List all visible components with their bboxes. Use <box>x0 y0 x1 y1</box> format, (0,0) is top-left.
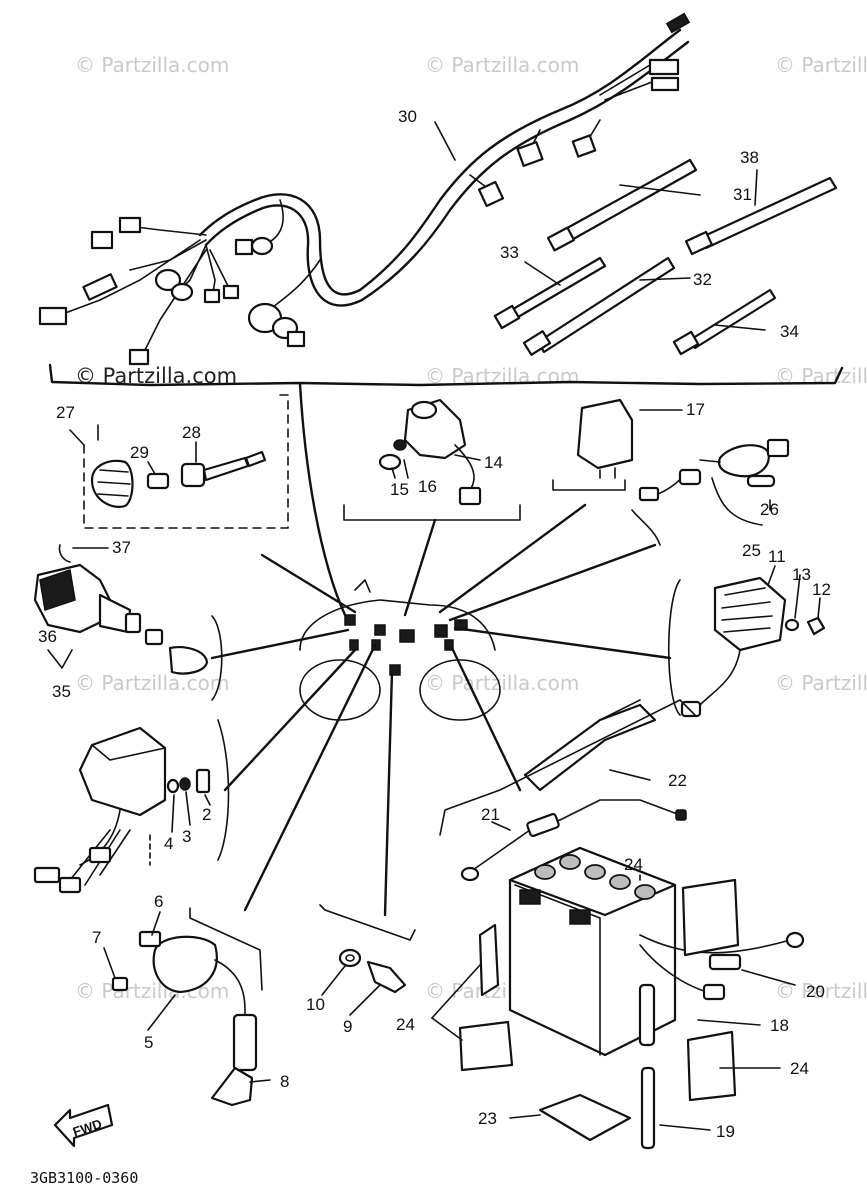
part-label-10: 10 <box>306 995 325 1014</box>
part-label-26: 26 <box>760 500 779 519</box>
harness-bracket <box>48 363 844 387</box>
part-label-28: 28 <box>182 423 201 442</box>
part-labels: 30 38 31 33 32 34 27 29 28 14 15 16 17 2… <box>38 107 831 1141</box>
battery-cable-21 <box>460 799 687 882</box>
relay-17 <box>552 398 634 491</box>
watermark: © Partzilla.com <box>425 53 579 77</box>
watermark: © Partzilla.com <box>775 671 867 695</box>
part-label-37: 37 <box>112 538 131 557</box>
part-label-13: 13 <box>792 565 811 584</box>
part-label-24: 24 <box>790 1059 809 1078</box>
part-label-15: 15 <box>390 480 409 499</box>
part-label-27: 27 <box>56 403 75 422</box>
rectifier <box>668 576 826 718</box>
handlebar-switch <box>33 544 223 701</box>
watermark: © Partzilla.com <box>75 671 229 695</box>
part-label-22: 22 <box>668 771 687 790</box>
diagram-code: 3GB3100-0360 <box>30 1169 138 1187</box>
part-label-19: 19 <box>716 1122 735 1141</box>
part-label-6: 6 <box>154 892 163 911</box>
part-label-31: 31 <box>733 185 752 204</box>
part-label-4: 4 <box>164 834 173 853</box>
part-label-34: 34 <box>780 322 799 341</box>
part-label-11: 11 <box>768 547 786 566</box>
cable-tie-38 <box>684 176 838 256</box>
watermark: © Partzilla.com <box>75 53 229 77</box>
frame-outline <box>299 579 501 721</box>
cable-tie-32 <box>522 256 676 356</box>
part-label-9: 9 <box>343 1017 352 1036</box>
battery <box>458 846 805 1150</box>
cable-tie-31 <box>546 158 698 252</box>
part-label-16: 16 <box>418 477 437 496</box>
part-label-29: 29 <box>130 443 149 462</box>
neutral-switch <box>319 904 416 994</box>
fuse-holder <box>631 438 790 546</box>
watermark: © Partzilla.com <box>775 53 867 77</box>
cdi-unit <box>33 719 230 894</box>
part-label-21: 21 <box>481 805 500 824</box>
battery-band <box>439 699 696 836</box>
part-label-5: 5 <box>144 1033 153 1052</box>
part-label-25: 25 <box>742 541 761 560</box>
leader-lines <box>210 382 672 917</box>
cable-tie-33 <box>493 256 607 330</box>
part-label-18: 18 <box>770 1016 789 1035</box>
part-label-24: 24 <box>624 855 643 874</box>
part-label-23: 23 <box>478 1109 497 1128</box>
part-label-12: 12 <box>812 580 831 599</box>
part-label-8: 8 <box>280 1072 289 1091</box>
wire-harness <box>38 12 691 366</box>
part-label-36: 36 <box>38 627 57 646</box>
part-label-7: 7 <box>92 928 101 947</box>
label-leaders <box>47 121 821 1131</box>
part-label-20: 20 <box>806 982 825 1001</box>
flasher-group <box>69 394 289 529</box>
part-label-3: 3 <box>182 827 191 846</box>
part-label-2: 2 <box>202 805 211 824</box>
starter-relay <box>343 398 521 521</box>
part-label-17: 17 <box>686 400 705 419</box>
ignition-coil <box>111 907 263 1107</box>
part-label-35: 35 <box>52 682 71 701</box>
part-label-30: 30 <box>398 107 417 126</box>
cable-ties <box>493 158 838 356</box>
part-label-14: 14 <box>484 453 503 472</box>
part-label-32: 32 <box>693 270 712 289</box>
fwd-arrow: FWD <box>53 1103 114 1148</box>
part-label-38: 38 <box>740 148 759 167</box>
part-label-33: 33 <box>500 243 519 262</box>
part-label-24: 24 <box>396 1015 415 1034</box>
watermark: © Partzilla.com <box>425 671 579 695</box>
cable-tie-34 <box>672 288 777 356</box>
